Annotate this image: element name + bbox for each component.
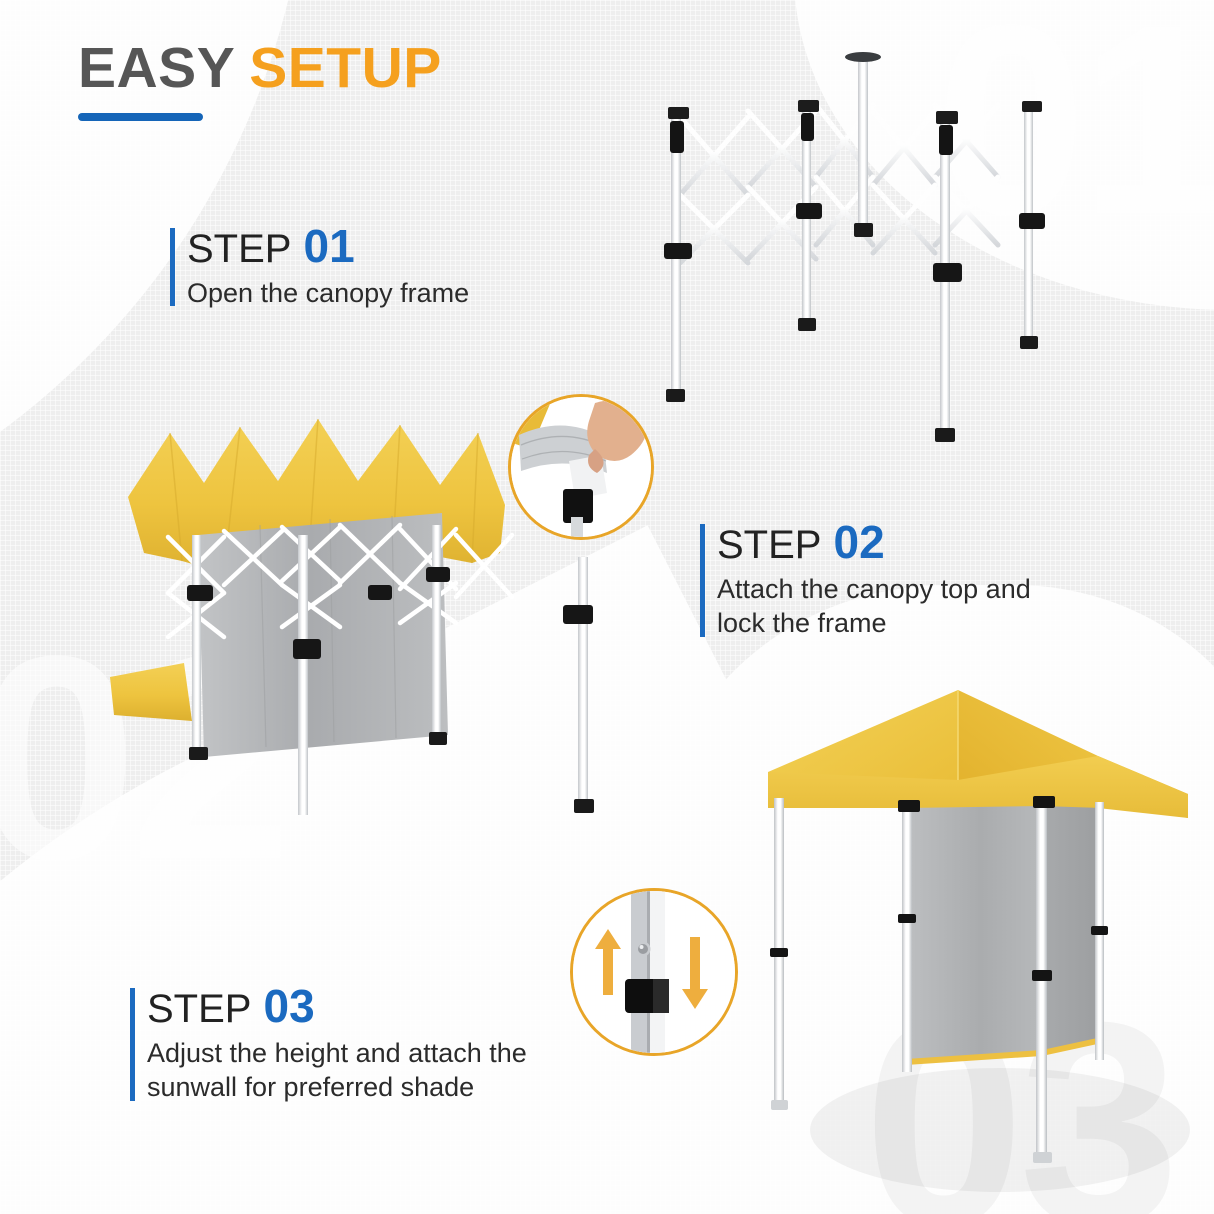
arrow-down-icon xyxy=(682,937,708,1009)
frame-foot-far xyxy=(1020,336,1038,349)
step-03-description-line2: sunwall for preferred shade xyxy=(147,1072,475,1103)
step-01-label: STEP xyxy=(187,227,292,271)
page-title-setup: SETUP xyxy=(249,36,442,100)
step-03-label: STEP xyxy=(147,987,252,1031)
step-03-number: 03 xyxy=(263,980,315,1032)
step-02-description-line1: Attach the canopy top and xyxy=(717,573,1031,604)
step-03-description-line1: Adjust the height and attach the xyxy=(147,1037,527,1068)
height-adjust-svg xyxy=(573,891,735,1053)
step-01-description: Open the canopy frame xyxy=(187,277,470,308)
canopy3-leg-front xyxy=(902,804,912,1072)
canopy2-leg-center xyxy=(298,535,308,845)
center-pole xyxy=(858,55,868,230)
assembled-canopy-illustration xyxy=(750,660,1210,1205)
page-title-easy: EASY xyxy=(78,36,236,100)
sunwall-panel xyxy=(198,513,448,757)
step-01-number: 01 xyxy=(303,220,355,272)
folded-canopy-frame-illustration xyxy=(630,45,1050,465)
step-02-description-line2: lock the frame xyxy=(717,608,887,639)
height-adjust-detail-inset xyxy=(570,888,738,1056)
velcro-detail-svg xyxy=(511,397,651,537)
canopy2-leg-left xyxy=(192,535,201,755)
sunwall-side-panel xyxy=(1042,806,1102,1055)
center-pole-cap xyxy=(845,52,881,62)
canopy-top-svg xyxy=(110,418,594,851)
watermark-number-01: 01 xyxy=(935,0,1214,271)
canopy-frame-svg xyxy=(664,52,1045,442)
step-03-description: Adjust the height and attach the sunwall… xyxy=(147,1036,527,1105)
canopy2-leg-right xyxy=(578,557,588,807)
step-02-label: STEP xyxy=(717,523,822,567)
assembled-canopy-svg xyxy=(768,690,1190,1192)
canopy-top-on-frame-illustration xyxy=(100,385,680,851)
roof-valance xyxy=(768,756,1188,818)
frame-clip xyxy=(563,489,593,523)
sunwall-front-panel xyxy=(906,806,1042,1064)
canopy-corner-flap xyxy=(110,663,192,721)
step-02-description: Attach the canopy top and lock the frame xyxy=(717,572,1031,641)
velcro-strap-detail-inset xyxy=(508,394,654,540)
canopy2-leg-inner-right xyxy=(432,525,441,740)
frame-foot-left xyxy=(666,389,685,402)
frame-foot-inner xyxy=(798,318,816,331)
step-02-number: 02 xyxy=(833,516,885,568)
outer-pole xyxy=(631,891,649,1053)
title-underline-rule xyxy=(78,113,203,121)
inner-pole xyxy=(649,891,665,1053)
arrow-up-icon xyxy=(595,929,621,995)
frame-foot-right xyxy=(935,428,955,442)
frame-pole xyxy=(571,517,583,537)
